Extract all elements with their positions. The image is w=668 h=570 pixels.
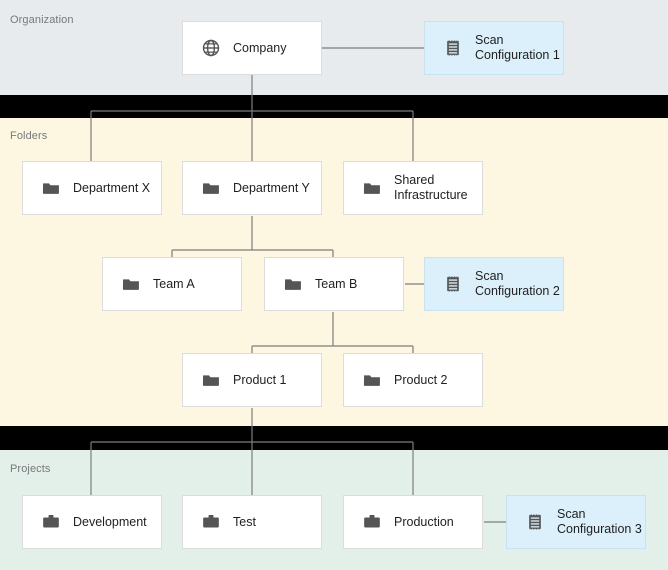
node-test[interactable]: Test [182, 495, 322, 549]
node-development[interactable]: Development [22, 495, 162, 549]
node-production[interactable]: Production [343, 495, 483, 549]
folder-icon [363, 183, 380, 194]
scan-icon [529, 514, 541, 530]
folder-icon [363, 375, 380, 386]
folder-icon [122, 279, 139, 290]
node-production-label: Production [394, 514, 454, 529]
node-scan-config-2[interactable]: Scan Configuration 2 [424, 257, 564, 311]
briefcase-icon [364, 515, 380, 528]
band-label-folders: Folders [10, 130, 48, 142]
node-product-2-label: Product 2 [394, 372, 448, 387]
scan-icon [447, 276, 459, 292]
node-test-label: Test [233, 514, 256, 529]
node-scan-config-3-label: Scan Configuration 3 [557, 507, 642, 536]
node-team-a-label: Team A [153, 276, 195, 291]
node-company-label: Company [233, 40, 287, 55]
node-team-a[interactable]: Team A [102, 257, 242, 311]
node-product-1-label: Product 1 [233, 372, 287, 387]
band-organization [0, 0, 668, 95]
node-scan-config-2-label: Scan Configuration 2 [475, 269, 560, 298]
node-company[interactable]: Company [182, 21, 322, 75]
node-development-label: Development [73, 514, 147, 529]
band-label-projects: Projects [10, 463, 51, 475]
node-shared-infrastructure[interactable]: Shared Infrastructure [343, 161, 483, 215]
band-label-organization: Organization [10, 14, 74, 26]
folder-icon [202, 183, 219, 194]
node-team-b-label: Team B [315, 276, 358, 291]
briefcase-icon [203, 515, 219, 528]
briefcase-icon [43, 515, 59, 528]
folder-icon [42, 183, 59, 194]
node-shared-infrastructure-label: Shared Infrastructure [394, 173, 468, 202]
scan-icon [447, 40, 459, 56]
folder-icon [202, 375, 219, 386]
node-scan-config-3[interactable]: Scan Configuration 3 [506, 495, 646, 549]
node-department-x-label: Department X [73, 180, 151, 195]
node-product-1[interactable]: Product 1 [182, 353, 322, 407]
node-department-x[interactable]: Department X [22, 161, 162, 215]
node-team-b[interactable]: Team B [264, 257, 404, 311]
node-scan-config-1[interactable]: Scan Configuration 1 [424, 21, 564, 75]
folder-icon [284, 279, 301, 290]
node-product-2[interactable]: Product 2 [343, 353, 483, 407]
node-department-y-label: Department Y [233, 180, 310, 195]
globe-icon [202, 39, 220, 57]
node-department-y[interactable]: Department Y [182, 161, 322, 215]
node-scan-config-1-label: Scan Configuration 1 [475, 33, 560, 62]
